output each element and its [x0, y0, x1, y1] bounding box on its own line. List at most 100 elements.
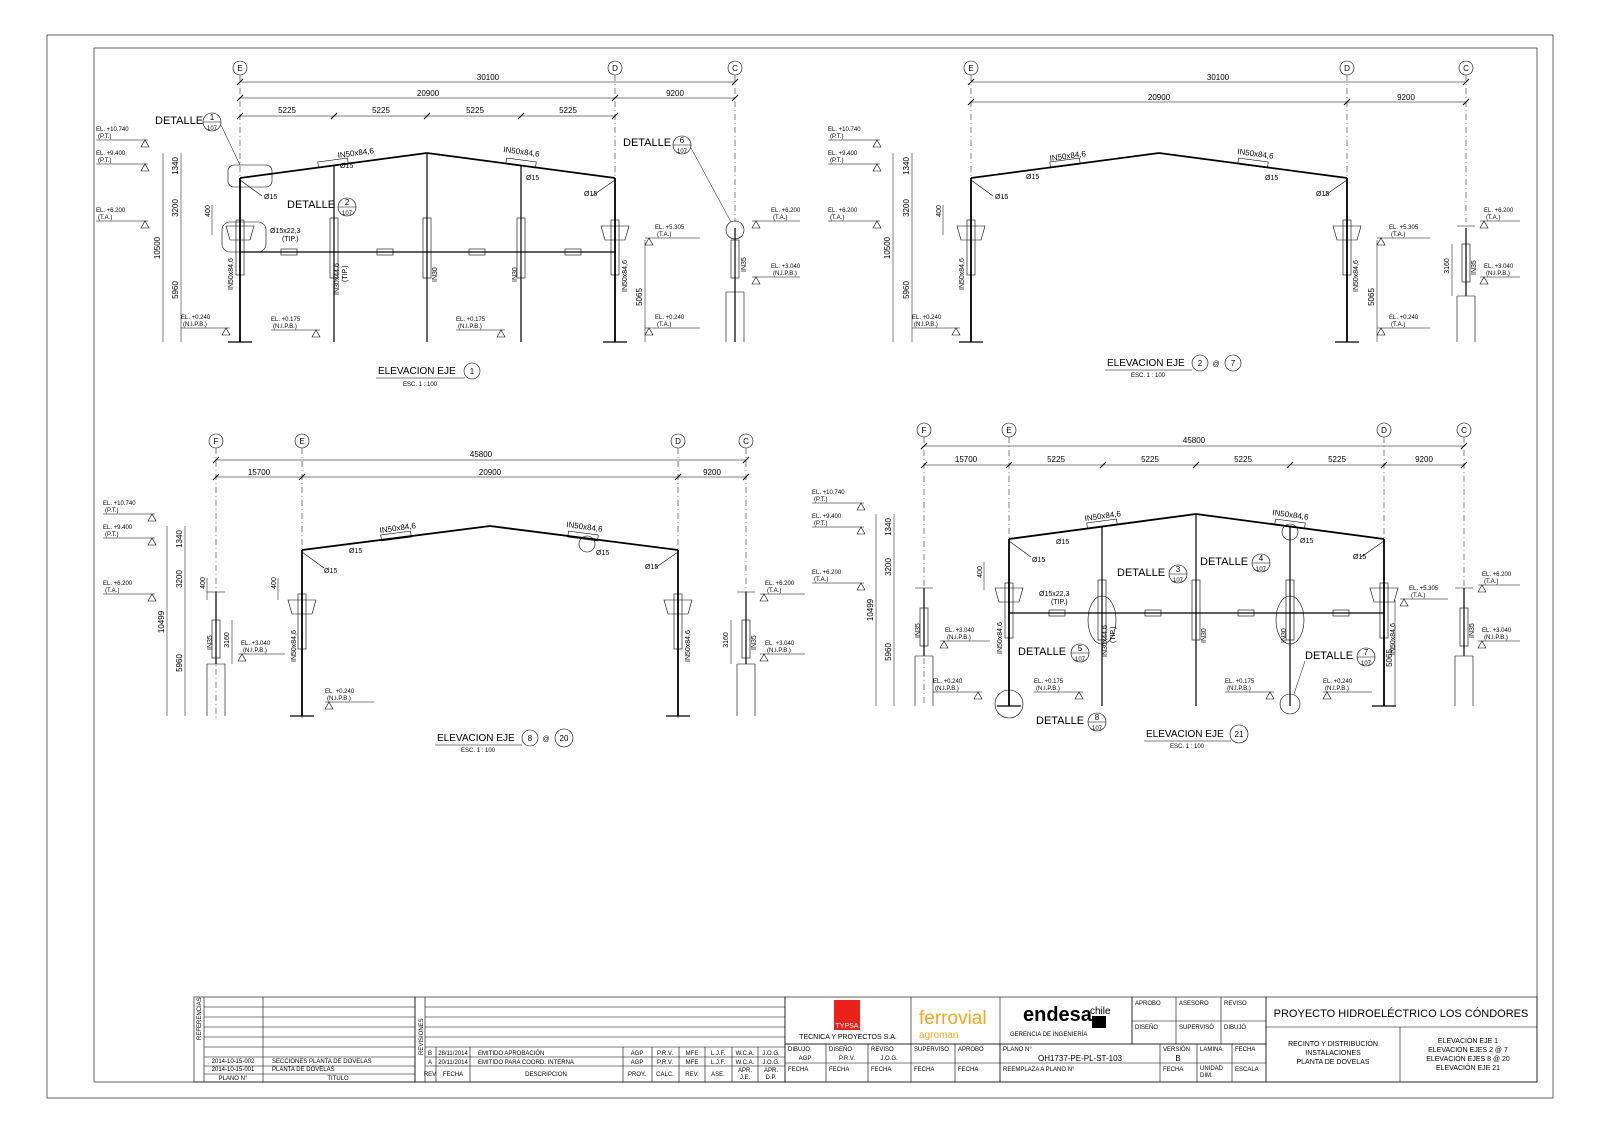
svg-text:107: 107: [1361, 661, 1372, 667]
svg-text:IN35: IN35: [915, 623, 922, 638]
svg-text:REVISO: REVISO: [871, 1047, 894, 1053]
svg-text:9200: 9200: [1397, 93, 1415, 102]
svg-text:30100: 30100: [477, 73, 500, 82]
svg-text:20/11/2014: 20/11/2014: [438, 1060, 468, 1066]
svg-text:1340: 1340: [884, 518, 893, 536]
svg-text:15700: 15700: [248, 468, 271, 477]
svg-text:ELEVACIÓN EJE 1: ELEVACIÓN EJE 1: [1438, 1036, 1498, 1045]
svg-text:SUPERVISO: SUPERVISO: [914, 1047, 949, 1053]
level-markers: EL. +10.740(P.T.) EL. +9.400(P.T.) EL. +…: [828, 127, 1520, 336]
svg-text:107: 107: [207, 126, 218, 132]
svg-text:EL. +10.740: EL. +10.740: [828, 127, 861, 133]
svg-text:2: 2: [345, 198, 350, 207]
svg-text:J.O.G.: J.O.G.: [762, 1051, 780, 1057]
svg-text:10500: 10500: [153, 236, 162, 259]
svg-text:5960: 5960: [175, 654, 184, 672]
svg-text:45800: 45800: [470, 450, 493, 459]
svg-text:FECHA: FECHA: [829, 1067, 849, 1073]
svg-text:ASE.: ASE.: [711, 1072, 725, 1078]
svg-text:EL. +10.740: EL. +10.740: [103, 501, 136, 507]
svg-text:5225: 5225: [1047, 455, 1065, 464]
approval-grid: APROBO ASESORO REVISO DISEÑO SUPERVISÓ D…: [1131, 996, 1267, 1045]
signature-table: DIBUJO DISEÑO REVISO SUPERVISO APROBO AG…: [784, 1043, 1001, 1083]
svg-text:TYPSA: TYPSA: [836, 1023, 859, 1030]
svg-text:FECHA: FECHA: [1163, 1067, 1183, 1073]
svg-text:1: 1: [210, 113, 215, 122]
svg-text:2014-10-15-001: 2014-10-15-001: [212, 1067, 255, 1073]
grid-bubble-c: C: [727, 60, 743, 222]
svg-text:B: B: [1175, 1054, 1180, 1063]
svg-text:ELEVACIÓN EJES 8 @ 20: ELEVACIÓN EJES 8 @ 20: [1426, 1054, 1510, 1063]
svg-text:5225: 5225: [1234, 455, 1252, 464]
svg-text:(T.A.): (T.A.): [1486, 215, 1500, 221]
svg-text:Ø15: Ø15: [264, 194, 277, 201]
svg-text:EL. +0.240: EL. +0.240: [655, 315, 685, 321]
svg-text:W.C.A.: W.C.A.: [736, 1051, 755, 1057]
svg-text:2: 2: [1198, 359, 1203, 368]
svg-text:EL. +6.200: EL. +6.200: [96, 208, 126, 214]
title-block: REFERENCIAS 2014-10-15-002 SECCIONES PLA…: [193, 996, 1538, 1083]
svg-text:IN50x84,6: IN50x84,6: [685, 630, 692, 662]
vertical-dimensions: 10500 1340 3200 5960 400 5065: [153, 153, 646, 342]
svg-text:5225: 5225: [1328, 455, 1346, 464]
svg-text:EL. +0.175: EL. +0.175: [1225, 679, 1255, 685]
svg-text:1340: 1340: [902, 157, 911, 175]
level-markers: EL. +10.740(P.T.) EL. +9.400(P.T.) EL. +…: [103, 501, 805, 710]
ferrovial-logo: ferrovial agroman: [919, 1008, 987, 1041]
svg-text:EL. +10.740: EL. +10.740: [812, 490, 845, 496]
svg-text:107: 107: [1173, 578, 1184, 584]
svg-text:EL. +6.200: EL. +6.200: [812, 570, 842, 576]
svg-text:DETALLE: DETALLE: [1036, 715, 1084, 727]
svg-text:IN30: IN30: [512, 267, 519, 282]
svg-text:CALC.: CALC.: [656, 1072, 674, 1078]
svg-text:(T.A.): (T.A.): [1391, 322, 1405, 328]
svg-text:IN50x84,6: IN50x84,6: [503, 145, 541, 159]
svg-text:30100: 30100: [1207, 73, 1230, 82]
svg-text:IN30: IN30: [432, 267, 439, 282]
svg-text:5960: 5960: [902, 281, 911, 299]
svg-text:3160: 3160: [723, 632, 730, 648]
svg-text:IN35: IN35: [1471, 260, 1478, 275]
svg-text:IN35: IN35: [1469, 623, 1476, 638]
svg-text:IN30: IN30: [1281, 628, 1288, 643]
svg-text:EL. +5.305: EL. +5.305: [655, 225, 685, 231]
svg-text:FECHA: FECHA: [871, 1067, 891, 1073]
svg-text:@: @: [1212, 361, 1219, 368]
svg-text:(N.I.P.B.): (N.I.P.B.): [183, 322, 207, 328]
svg-text:EL. +6.200: EL. +6.200: [765, 581, 795, 587]
svg-text:Ø15: Ø15: [1026, 174, 1039, 181]
detail-callout-3: DETALLE 3 107: [1087, 564, 1188, 645]
svg-text:DIM.: DIM.: [1200, 1073, 1213, 1079]
svg-text:107: 107: [1256, 567, 1267, 573]
svg-text:REVISIONES: REVISIONES: [419, 1018, 425, 1055]
svg-text:10499: 10499: [157, 610, 166, 633]
member-labels: IN50x84,6 IN50x84,6 Ø15 Ø15 Ø15 Ø15 Ø15x…: [228, 145, 748, 295]
svg-text:E: E: [968, 64, 973, 73]
detail-callout-7: DETALLE 7 107: [1279, 647, 1376, 715]
portal-frame: [225, 152, 745, 343]
svg-text:EL. +9.400: EL. +9.400: [96, 151, 126, 157]
svg-text:21: 21: [1235, 730, 1244, 739]
portal-frame: [914, 513, 1474, 707]
svg-text:ELEVACIÓN EJE 21: ELEVACIÓN EJE 21: [1436, 1063, 1500, 1072]
svg-text:APROBO: APROBO: [1135, 1001, 1161, 1007]
svg-text:F: F: [214, 437, 219, 446]
svg-text:EL. +3.040: EL. +3.040: [1484, 264, 1514, 270]
project-title-box: PROYECTO HIDROELÉCTRICO LOS CÓNDORES REC…: [1265, 996, 1538, 1083]
svg-text:EL. +0.175: EL. +0.175: [1034, 679, 1064, 685]
svg-text:LAMINA: LAMINA: [1200, 1047, 1222, 1053]
svg-text:(P.T.): (P.T.): [105, 532, 119, 538]
svg-text:DETALLE: DETALLE: [1305, 650, 1353, 662]
svg-text:ELEVACION EJE: ELEVACION EJE: [1146, 729, 1224, 740]
svg-text:20: 20: [560, 734, 569, 743]
svg-text:EL. +9.400: EL. +9.400: [103, 525, 133, 531]
svg-text:DETALLE: DETALLE: [1117, 567, 1165, 579]
member-labels: IN50x84,6 IN50x84,6 Ø15 Ø15 Ø15 Ø15 Ø15x…: [915, 508, 1476, 657]
svg-text:D: D: [1381, 426, 1387, 435]
svg-text:D: D: [675, 437, 681, 446]
svg-text:5065: 5065: [1367, 288, 1376, 306]
svg-text:REVISO: REVISO: [1224, 1001, 1247, 1007]
svg-text:Ø15: Ø15: [340, 163, 353, 170]
svg-text:J.O.G.: J.O.G.: [762, 1060, 780, 1066]
svg-text:ESC. 1 : 100: ESC. 1 : 100: [403, 382, 438, 388]
